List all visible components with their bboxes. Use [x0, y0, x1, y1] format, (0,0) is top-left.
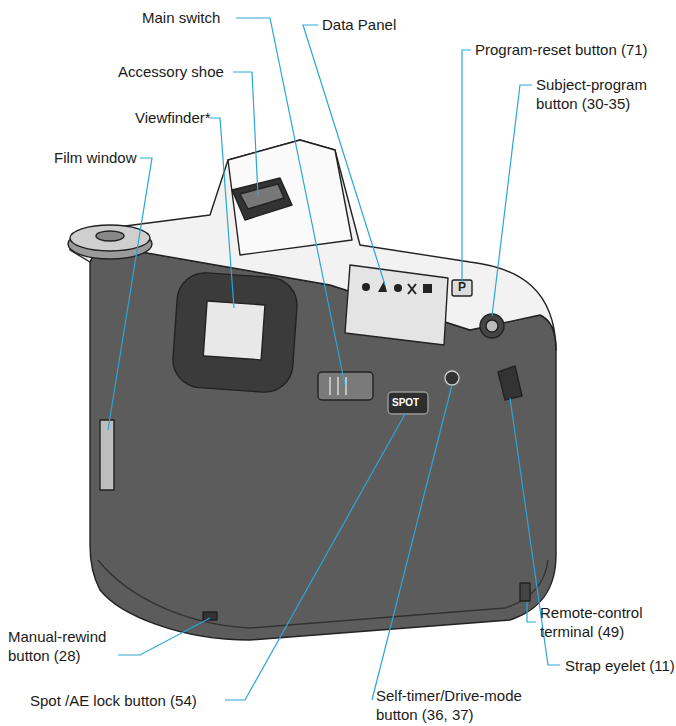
part-label: Data Panel [322, 15, 396, 34]
spot-button [388, 392, 428, 414]
icon [408, 284, 416, 294]
self-timer-button [445, 371, 459, 385]
button-marking: P [458, 279, 466, 295]
film-window [100, 420, 114, 490]
leader-line [210, 118, 234, 308]
leader-line [527, 602, 536, 622]
button-marking: SPOT [392, 396, 419, 410]
part-label: Strap eyelet (11) [565, 656, 675, 675]
part-label: Spot /AE lock button (54) [30, 691, 197, 710]
part-label: Remote-control terminal (49) [540, 603, 670, 641]
icon [423, 284, 432, 293]
part-label: Manual-rewind button (28) [8, 627, 123, 665]
leader-line [462, 50, 471, 282]
leader-line [303, 25, 385, 285]
leader-line [492, 85, 532, 316]
icon [362, 283, 370, 291]
leader-line [233, 72, 258, 196]
body-edge [98, 560, 548, 628]
strap-eyelet [498, 366, 522, 400]
icon [378, 281, 387, 292]
part-label: Accessory shoe [118, 62, 224, 81]
part-label: Self-timer/Drive-mode button (36, 37) [376, 686, 556, 724]
camera-body [68, 140, 556, 640]
prism-housing [228, 140, 352, 255]
part-label: Viewfinder* [135, 108, 211, 127]
manual-rewind-button [203, 612, 217, 620]
viewfinder-window [203, 301, 265, 360]
part-label: Program-reset button (71) [475, 40, 648, 59]
data-panel [345, 265, 448, 345]
eyecup [171, 271, 299, 394]
part-label: Subject-program button (30-35) [536, 75, 666, 113]
leader-line [372, 385, 452, 700]
subject-program-button [480, 314, 504, 338]
accessory-shoe-rail [240, 184, 284, 209]
leader-line [108, 158, 152, 430]
top-plate [70, 140, 556, 350]
part-label: Film window [54, 148, 137, 167]
program-reset-button [452, 280, 472, 296]
leader-line [118, 618, 210, 655]
accessory-shoe [232, 178, 292, 220]
data-panel-icons [362, 281, 432, 294]
rewind-dial-center [96, 231, 124, 241]
main-switch [318, 372, 373, 400]
icon [394, 284, 402, 292]
part-label: Main switch [142, 8, 220, 27]
leader-lines [108, 18, 560, 700]
remote-control-terminal [520, 583, 530, 601]
leader-line [225, 414, 405, 700]
subject-program-button-face [486, 320, 498, 332]
